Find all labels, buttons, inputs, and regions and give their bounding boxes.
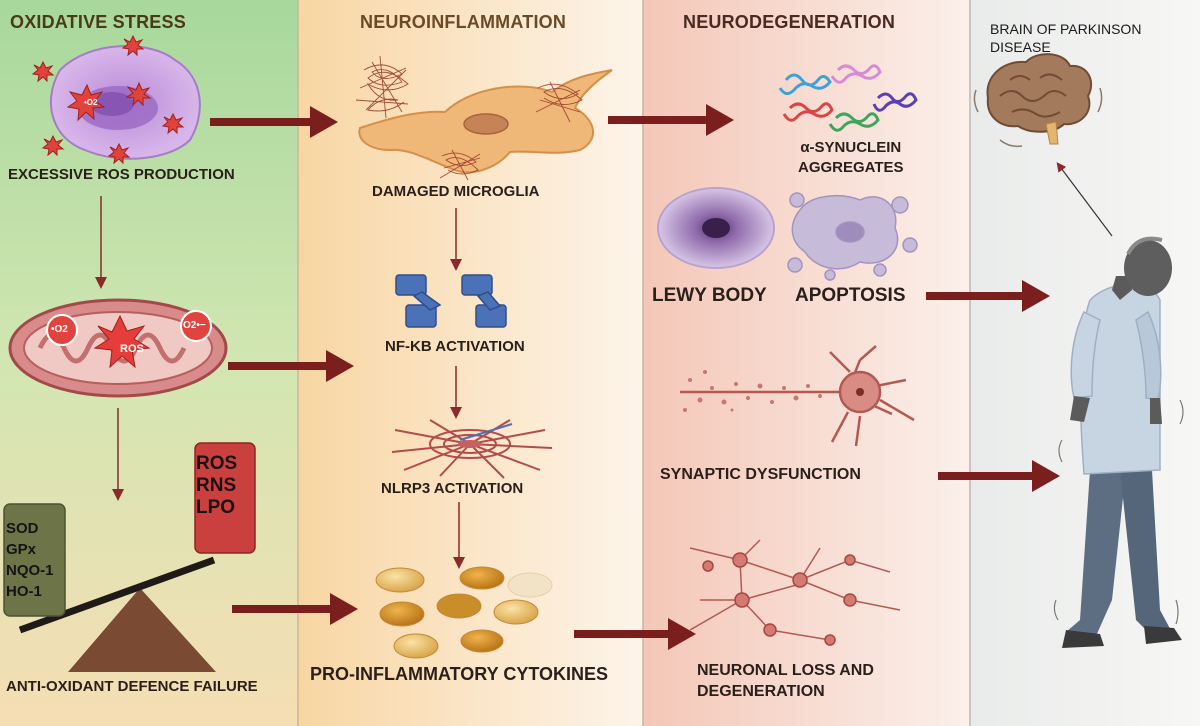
label-synuclein-line2: AGGREGATES: [798, 159, 904, 176]
ros-box-text: ROS RNS LPO: [196, 453, 237, 519]
label-apoptosis: APOPTOSIS: [795, 285, 906, 306]
label-mito-o2-left: •O2: [51, 324, 68, 335]
label-brain-title-line2: DISEASE: [990, 39, 1051, 55]
label-brain-title-line1: BRAIN OF PARKINSON: [990, 21, 1142, 37]
neuronal-network-icon: [689, 539, 901, 646]
label-nlrp3-activation: NLRP3 ACTIVATION: [381, 480, 524, 497]
title-neurodegeneration: NEURODEGENERATION: [683, 12, 896, 32]
microglia-icon: [355, 55, 613, 181]
title-neuroinflammation: NEUROINFLAMMATION: [360, 12, 567, 32]
label-neuronal-loss-line2: DEGENERATION: [697, 683, 825, 700]
label-neuronal-loss-line1: NEURONAL LOSS AND: [697, 662, 874, 679]
nlrp3-inflammasome-icon: [391, 419, 553, 479]
antioxidant-box-text: SOD GPx NQO-1 HO-1: [6, 518, 54, 602]
ros-star-icons: [31, 34, 185, 165]
ros-cell-icon: [50, 45, 201, 160]
antioxidant-ho1: HO-1: [6, 583, 42, 600]
label-cytokines: PRO-INFLAMMATORY CYTOKINES: [310, 664, 609, 684]
label-neuronal-loss: NEURONAL LOSS AND DEGENERATION: [697, 660, 874, 702]
arrow-apoptosis-to-patient: [926, 280, 1050, 312]
antioxidant-gpx: GPx: [6, 541, 37, 558]
apoptosis-icon: [787, 192, 918, 281]
nf-kb-icon: [395, 274, 507, 328]
label-excessive-ros: EXCESSIVE ROS PRODUCTION: [8, 166, 235, 183]
label-mito-ros: ROS: [120, 343, 144, 355]
label-brain-title: BRAIN OF PARKINSON DISEASE: [990, 20, 1141, 56]
arrow-ros-to-microglia: [210, 106, 338, 138]
brain-icon: [973, 53, 1103, 148]
antioxidant-nqo1: NQO-1: [6, 562, 54, 579]
alpha-synuclein-aggregates-icon: [778, 64, 918, 132]
label-mito-o2-right: O2•−: [183, 320, 206, 331]
label-synaptic-dysfunction: SYNAPTIC DYSFUNCTION: [660, 466, 861, 483]
label-nfkb-activation: NF-KB ACTIVATION: [385, 338, 525, 355]
label-cell-o2: •O2: [84, 98, 98, 107]
title-oxidative-stress: OXIDATIVE STRESS: [10, 12, 186, 32]
arrow-microglia-to-synuclein: [608, 104, 734, 136]
arrow-mito-to-nfkb: [228, 350, 354, 382]
arrow-cytokines-to-neuronal-loss: [574, 618, 696, 650]
ros-rns-lpo-box: [194, 442, 256, 554]
neuron-synaptic-icon: [680, 345, 915, 447]
arrow-balance-to-cytokines: [232, 593, 358, 625]
arrow-synaptic-to-patient: [938, 460, 1060, 492]
mitochondrion-icon: [8, 298, 228, 398]
label-synuclein-line1: α-SYNUCLEIN: [800, 139, 902, 156]
thick-arrows: [210, 104, 1060, 650]
ros-box-ros: ROS: [196, 453, 238, 474]
lewy-body-icon: [657, 187, 775, 269]
label-antioxidant-failure: ANTI-OXIDANT DEFENCE FAILURE: [6, 678, 258, 695]
antioxidant-enzymes-box: [3, 503, 66, 617]
label-damaged-microglia: DAMAGED MICROGLIA: [372, 183, 540, 200]
ros-box-rns: RNS: [196, 475, 237, 496]
label-synuclein: α-SYNUCLEIN AGGREGATES: [798, 138, 904, 178]
cytokines-icon: [375, 566, 553, 659]
label-lewy-body: LEWY BODY: [652, 285, 767, 306]
balance-scale-icon: [18, 556, 216, 672]
parkinson-patient-figure: [1053, 236, 1184, 648]
arrow-person-to-brain: [1056, 162, 1113, 237]
ros-box-lpo: LPO: [196, 497, 236, 518]
antioxidant-sod: SOD: [6, 520, 39, 537]
